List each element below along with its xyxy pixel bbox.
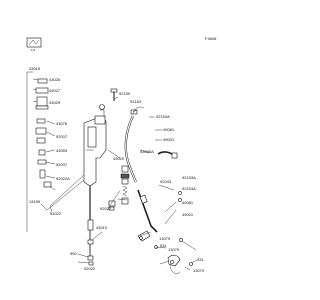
reservoir-hose <box>124 106 145 183</box>
part-label: 43026 <box>49 77 61 82</box>
part-label: 43095A <box>140 149 154 154</box>
push-rod <box>87 186 94 266</box>
part-label: 49081 <box>163 127 175 132</box>
reservoir-cap-stack <box>35 78 52 188</box>
part-label: 92043 <box>160 179 172 184</box>
part-label: 92153 <box>130 99 142 104</box>
master-cylinder-body <box>83 104 107 187</box>
brake-hose <box>137 151 178 233</box>
part-label: 13079 <box>168 247 180 252</box>
part-label: 92153A <box>182 186 196 191</box>
pins <box>154 191 193 266</box>
svg-text:1/1: 1/1 <box>31 48 36 52</box>
piston-kit <box>108 165 130 211</box>
part-label: 13079 <box>193 268 205 273</box>
part-label: 92037 <box>56 134 68 139</box>
part-label: 92022 <box>50 211 62 216</box>
part-label: 92037 <box>56 162 68 167</box>
clevis-joint <box>137 230 181 274</box>
kawasaki-logo-icon: 1/1 <box>26 37 42 52</box>
part-label: 13079 <box>159 236 171 241</box>
part-label: 92022A <box>56 176 70 181</box>
exploded-view: 1/1 <box>26 37 205 274</box>
part-label: 43059 <box>56 148 68 153</box>
part-label: 92150 <box>119 91 131 96</box>
part-label: 92022 <box>84 266 96 271</box>
part-label: 531 <box>160 243 167 248</box>
part-label: 43029 <box>49 100 61 105</box>
part-label: 92022 <box>100 206 112 211</box>
parts-diagram: F4608 1/1 <box>26 36 217 274</box>
part-label: 49027 <box>49 88 61 93</box>
part-label: 92153A <box>182 175 196 180</box>
part-label: 49001 <box>163 137 175 142</box>
part-labels: 43015 43026 49027 43029 43078 92037 4305… <box>29 66 205 273</box>
part-label: 43020 <box>113 156 125 161</box>
part-label: 550 <box>70 251 77 256</box>
part-label: 92153A <box>156 114 170 119</box>
part-label: 531 <box>197 257 204 262</box>
diagram-code: F4608 <box>205 36 217 41</box>
banjo-bolt <box>110 88 118 101</box>
part-label: 13159 <box>29 199 41 204</box>
part-label: 49081 <box>182 200 194 205</box>
group-bracket <box>26 71 33 232</box>
part-label: 43010 <box>96 225 108 230</box>
part-label: 49001 <box>182 212 194 217</box>
part-label: 43015 <box>29 66 41 71</box>
leader-lines <box>32 78 198 271</box>
part-label: 43078 <box>56 121 68 126</box>
